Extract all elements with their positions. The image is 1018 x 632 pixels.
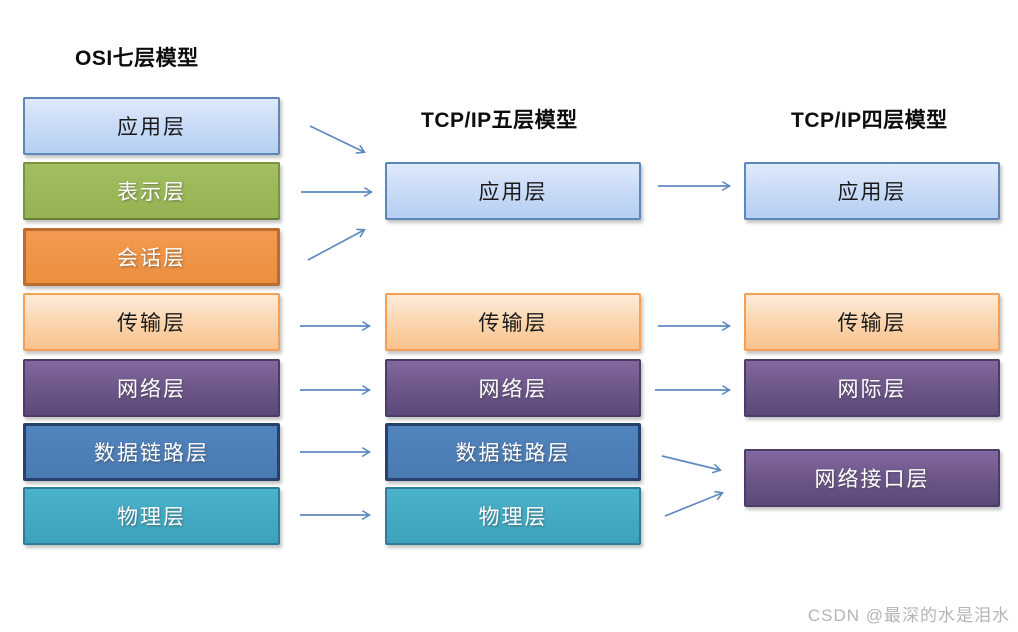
- tcp4-internet-label: 网际层: [837, 378, 907, 401]
- tcp4-box-network-interface: 网络接口层: [744, 449, 1000, 507]
- csdn-watermark: CSDN @最深的水是泪水: [807, 606, 1010, 625]
- arrow-tcp5-datalink-to-tcp4-network-interface: [661, 455, 720, 470]
- tcp5-network-label: 网络层: [478, 378, 548, 401]
- osi-box-transport: 传输层: [23, 293, 280, 351]
- osi-box-physical: 物理层: [23, 487, 280, 545]
- tcp5-box-transport: 传输层: [385, 293, 641, 351]
- tcp5-datalink-label: 数据链路层: [455, 442, 571, 465]
- tcp4-box-transport: 传输层: [744, 293, 1000, 351]
- tcp5-column-title: TCP/IP五层模型: [421, 109, 578, 132]
- osi-box-application: 应用层: [23, 97, 280, 155]
- tcp5-box-application: 应用层: [385, 162, 641, 220]
- tcp4-column-title: TCP/IP四层模型: [791, 109, 948, 132]
- osi-session-label: 会话层: [117, 247, 186, 270]
- arrow-tcp5-physical-to-tcp4-network-interface: [664, 493, 722, 517]
- osi-box-datalink: 数据链路层: [23, 423, 280, 481]
- tcp5-box-network: 网络层: [385, 359, 641, 417]
- osi-transport-label: 传输层: [117, 312, 186, 335]
- tcp4-network-interface-label: 网络接口层: [814, 468, 930, 491]
- tcp4-box-internet: 网际层: [744, 359, 1000, 417]
- osi-box-presentation: 表示层: [23, 162, 280, 220]
- osi-network-label: 网络层: [117, 378, 186, 401]
- osi-application-label: 应用层: [117, 116, 186, 139]
- arrow-osi-session-to-tcp5-application: [307, 230, 364, 261]
- tcp4-application-label: 应用层: [837, 181, 907, 204]
- tcp5-transport-label: 传输层: [478, 312, 548, 335]
- osi-column-title: OSI七层模型: [75, 47, 199, 70]
- tcp5-application-label: 应用层: [478, 181, 548, 204]
- tcp4-box-application: 应用层: [744, 162, 1000, 220]
- osi-physical-label: 物理层: [117, 506, 186, 529]
- osi-box-network: 网络层: [23, 359, 280, 417]
- tcp4-transport-label: 传输层: [837, 312, 907, 335]
- arrow-osi-application-to-tcp5-application: [309, 125, 364, 152]
- osi-presentation-label: 表示层: [117, 181, 186, 204]
- tcp5-box-datalink: 数据链路层: [385, 423, 641, 481]
- osi-datalink-label: 数据链路层: [94, 442, 209, 465]
- tcp5-box-physical: 物理层: [385, 487, 641, 545]
- tcp5-physical-label: 物理层: [478, 506, 548, 529]
- osi-box-session: 会话层: [23, 228, 280, 286]
